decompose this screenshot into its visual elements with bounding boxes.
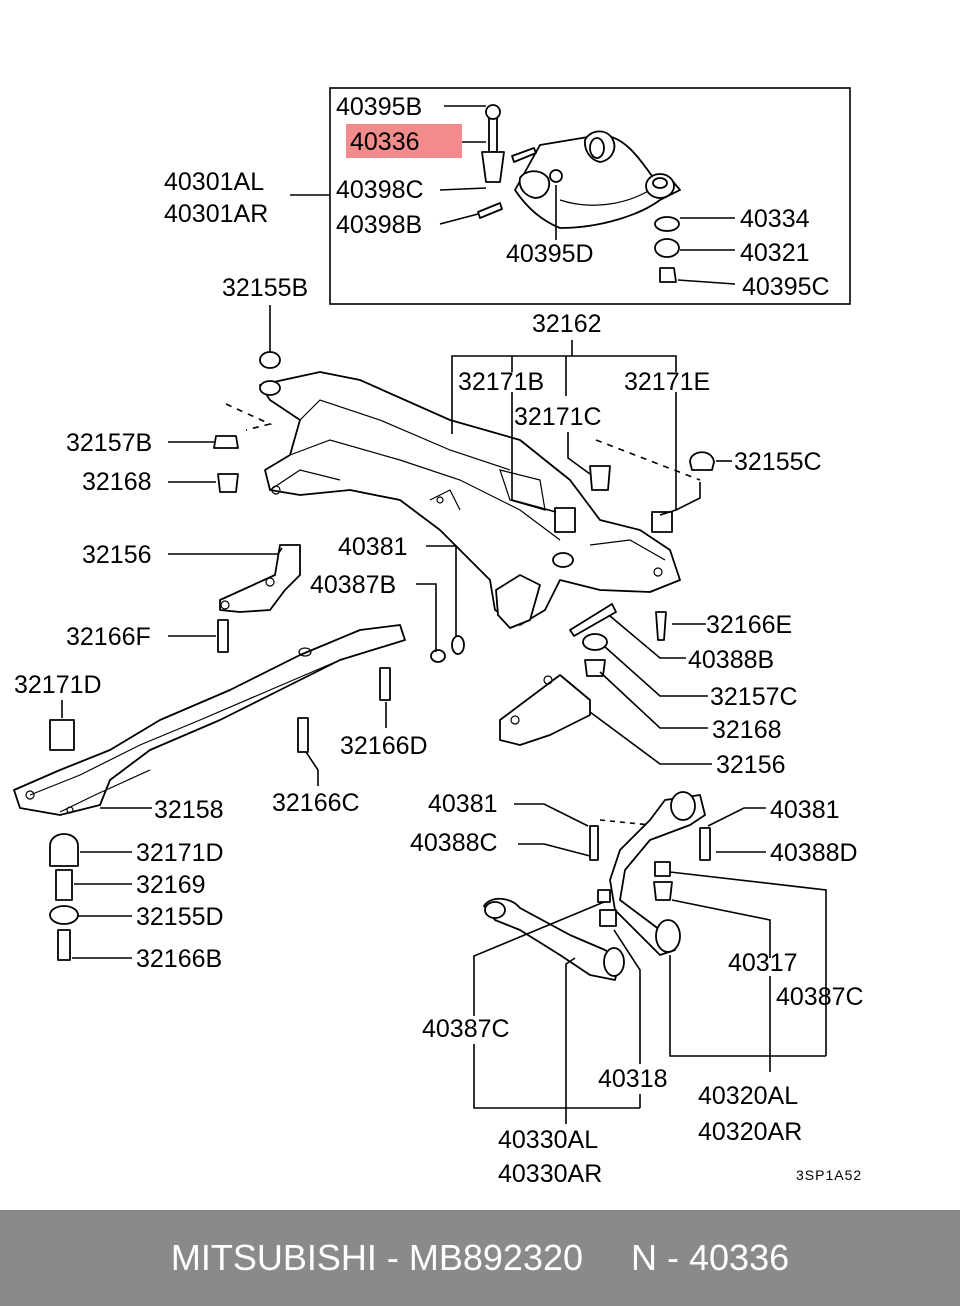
label-32157B: 32157B <box>66 429 152 457</box>
label-32171D-a: 32171D <box>14 671 102 699</box>
label-32168-b: 32168 <box>712 716 782 744</box>
label-40387C-a: 40387C <box>776 983 864 1011</box>
label-40336: 40336 <box>350 128 420 156</box>
label-40320AR: 40320AR <box>698 1118 802 1146</box>
label-40388D: 40388D <box>770 839 858 867</box>
parts-diagram: 40395B 40336 40301AL 40301AR 40398C 4039… <box>13 87 864 1188</box>
label-40318: 40318 <box>598 1065 668 1093</box>
label-40301AL: 40301AL <box>164 168 264 196</box>
label-32166B: 32166B <box>136 945 222 973</box>
label-40395C: 40395C <box>742 273 830 301</box>
label-40398B: 40398B <box>336 211 422 239</box>
footer-bar: MITSUBISHI - MB892320 N - 40336 <box>0 1210 960 1306</box>
label-40387B: 40387B <box>310 571 396 599</box>
label-32155D: 32155D <box>136 903 224 931</box>
upper-arm-inset-box <box>329 87 851 305</box>
rear-crossmember-drawing <box>13 624 406 816</box>
label-40321: 40321 <box>740 239 810 267</box>
label-40387C-b: 40387C <box>422 1015 510 1043</box>
label-40301AR: 40301AR <box>164 200 268 228</box>
brackets-drawing <box>217 544 591 753</box>
label-32171D-b: 32171D <box>136 839 224 867</box>
label-32156-b: 32156 <box>716 751 786 779</box>
part-labels: 40395B 40336 40301AL 40301AR 40398C 4039… <box>14 93 864 1188</box>
label-32166F: 32166F <box>66 623 151 651</box>
label-32166C: 32166C <box>272 789 360 817</box>
label-32166D: 32166D <box>340 732 428 760</box>
label-32155B: 32155B <box>222 274 308 302</box>
footer-ref: N - 40336 <box>631 1237 790 1278</box>
label-32162: 32162 <box>532 310 602 338</box>
label-32169: 32169 <box>136 871 206 899</box>
footer-brand-part: MITSUBISHI - MB892320 <box>170 1237 584 1278</box>
left-stack-drawing <box>49 833 79 961</box>
label-32156-a: 32156 <box>82 541 152 569</box>
leader-lines <box>61 305 827 1124</box>
label-40334: 40334 <box>740 205 810 233</box>
label-32158: 32158 <box>154 796 224 824</box>
dashed-guides <box>225 403 701 826</box>
label-32155C: 32155C <box>734 448 822 476</box>
label-32171E: 32171E <box>624 368 710 396</box>
label-40381-b: 40381 <box>428 790 498 818</box>
label-32157C: 32157C <box>710 683 798 711</box>
inset-leaders <box>290 105 736 285</box>
label-32168-a: 32168 <box>82 468 152 496</box>
highlight-40336 <box>346 124 462 158</box>
label-40320AL: 40320AL <box>698 1082 798 1110</box>
diagram-code: 3SP1A52 <box>796 1167 862 1183</box>
label-40395B: 40395B <box>336 93 422 121</box>
label-40388C: 40388C <box>410 829 498 857</box>
label-32171B: 32171B <box>458 368 544 396</box>
label-40398C: 40398C <box>336 176 424 204</box>
crossmember-drawing <box>259 371 681 629</box>
label-40330AR: 40330AR <box>498 1160 602 1188</box>
label-40381-a: 40381 <box>338 533 408 561</box>
label-40388B: 40388B <box>688 646 774 674</box>
label-40330AL: 40330AL <box>498 1126 598 1154</box>
label-32166E: 32166E <box>706 611 792 639</box>
label-40381-c: 40381 <box>770 796 840 824</box>
label-32171C: 32171C <box>514 403 602 431</box>
label-40395D: 40395D <box>506 240 594 268</box>
lower-arms-drawing <box>483 791 711 981</box>
label-40317: 40317 <box>728 949 798 977</box>
